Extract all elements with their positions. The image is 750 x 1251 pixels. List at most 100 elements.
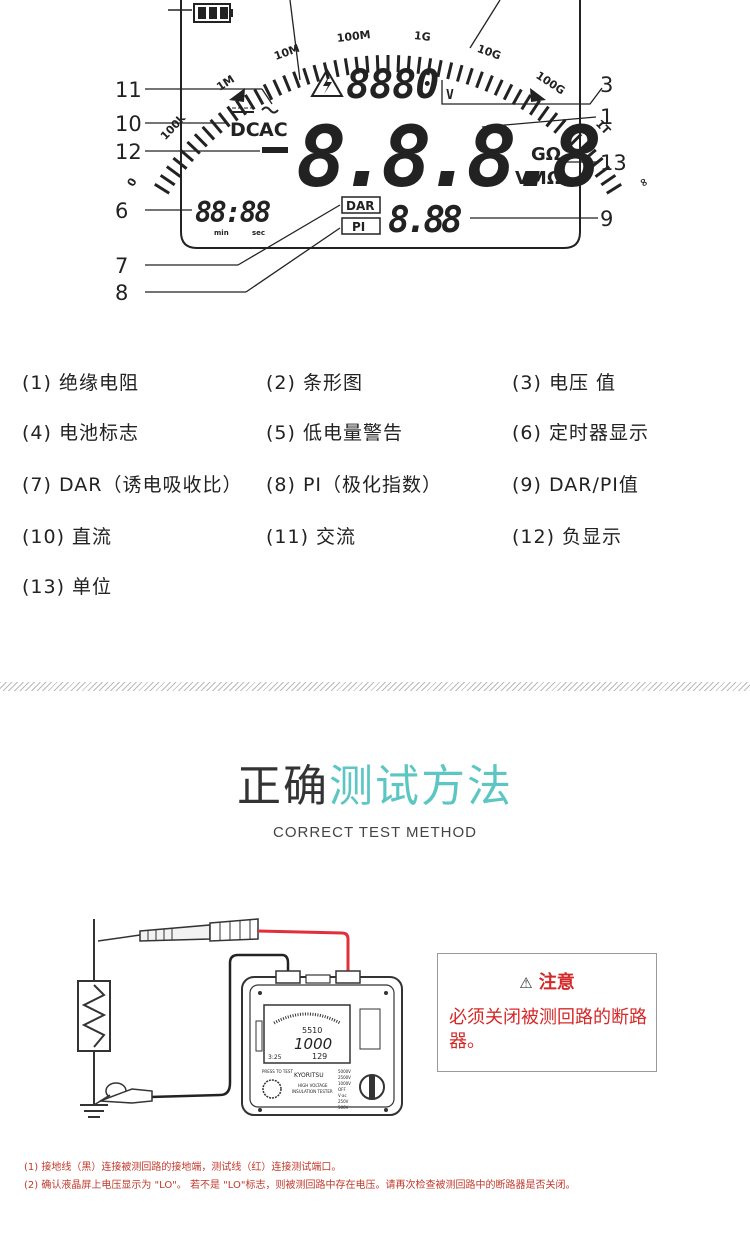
footnote-2: (2) 确认液晶屏上电压显示为 "LO"。 若不是 "LO"标志，则被测回路中存… bbox=[24, 1180, 576, 1191]
legend-item: (6) 定时器显示 bbox=[512, 422, 649, 444]
bar-graph-tick bbox=[333, 59, 340, 78]
device-brand: KYORITSU bbox=[294, 1072, 324, 1079]
bar-graph-tick bbox=[396, 55, 401, 73]
legend-item: (10) 直流 bbox=[22, 526, 113, 548]
bar-graph-tick bbox=[253, 88, 265, 106]
bar-graph-tick bbox=[201, 125, 216, 141]
bar-graph-tick bbox=[416, 56, 422, 74]
bar-graph-tick bbox=[172, 156, 188, 170]
bar-graph-scale-label: 1G bbox=[413, 29, 431, 44]
press-to-test-button[interactable] bbox=[262, 1079, 282, 1099]
bar-graph-tick bbox=[594, 165, 611, 178]
callout-13: 13 bbox=[600, 151, 627, 175]
unit-vmohm: VMΩ bbox=[515, 168, 562, 189]
bar-graph-tick bbox=[365, 55, 370, 73]
bar-graph-tick bbox=[282, 75, 292, 92]
bar-graph-tick bbox=[529, 99, 541, 116]
lcd-frame bbox=[180, 0, 581, 249]
legend-item: (13) 单位 bbox=[22, 576, 113, 598]
bar-graph-tick bbox=[262, 83, 274, 101]
legend-item: (8) PI（极化指数） bbox=[266, 474, 443, 496]
callout-1: 1 bbox=[600, 105, 613, 129]
callout-11: 11 bbox=[115, 78, 142, 102]
legend-item: (2) 条形图 bbox=[266, 372, 363, 394]
device-lcd-small-left: 3:25 bbox=[268, 1054, 282, 1061]
legend-item: (11) 交流 bbox=[266, 526, 357, 548]
bar-graph-tick bbox=[520, 94, 532, 111]
legend-item: (9) DAR/PI值 bbox=[512, 474, 639, 496]
bar-graph-tick bbox=[484, 75, 494, 92]
bar-graph-tick bbox=[244, 94, 256, 111]
bar-graph-tick bbox=[153, 183, 170, 195]
callout-7: 7 bbox=[115, 254, 128, 278]
bar-graph-tick bbox=[537, 105, 550, 122]
range-label: 1000V bbox=[338, 1081, 351, 1086]
callout-10: 10 bbox=[115, 112, 142, 136]
range-label: OFF bbox=[338, 1087, 346, 1092]
bar-graph-tick bbox=[426, 58, 433, 76]
bar-graph-tick bbox=[456, 64, 464, 82]
bar-graph-tick bbox=[588, 156, 604, 170]
legend-item: (5) 低电量警告 bbox=[266, 422, 403, 444]
voltage-unit: V bbox=[446, 88, 454, 103]
bar-graph-tick bbox=[436, 59, 443, 78]
bar-graph-tick bbox=[193, 133, 208, 148]
bar-graph-tick bbox=[179, 148, 195, 163]
warning-triangle-icon: ⚠ bbox=[519, 974, 533, 992]
section-title: 正确测试方法 bbox=[0, 750, 750, 814]
bar-graph-scale-label: 10G bbox=[475, 42, 502, 63]
range-label: 2500V bbox=[338, 1075, 351, 1080]
bar-graph-tick bbox=[226, 105, 239, 122]
bar-right-arrow-icon bbox=[530, 88, 546, 102]
dc-indicator: DC bbox=[230, 119, 260, 141]
bar-graph-tick bbox=[502, 83, 514, 101]
main-resistance-value: 8.8.8.8 bbox=[296, 108, 598, 206]
device-lcd-main: 1000 bbox=[294, 1035, 332, 1053]
bar-graph-tick bbox=[568, 133, 583, 148]
battery-icon bbox=[193, 3, 233, 23]
bar-graph-tick bbox=[493, 79, 504, 96]
timer-sec-label: sec bbox=[252, 229, 265, 237]
legend-item: (7) DAR（诱电吸收比） bbox=[22, 474, 243, 496]
negative-indicator bbox=[262, 147, 288, 153]
legend-item: (3) 电压 值 bbox=[512, 372, 616, 394]
bar-left-arrow-icon bbox=[229, 88, 245, 102]
notice-body: 必须关闭被测回路的断路器。 bbox=[449, 1007, 647, 1052]
bar-graph-scale-label: ∞ bbox=[636, 175, 652, 189]
bar-graph-scale-label: 1M bbox=[214, 73, 237, 94]
bar-graph-tick bbox=[312, 64, 320, 82]
dar-pi-value: 8.88 bbox=[388, 200, 461, 241]
device-product-line1: HIGH VOLTAGE bbox=[298, 1083, 328, 1088]
range-label: 250V bbox=[338, 1099, 349, 1104]
bar-graph-tick bbox=[354, 56, 360, 74]
bar-graph-tick bbox=[600, 174, 617, 187]
bar-graph-tick bbox=[575, 140, 590, 155]
bar-graph-tick bbox=[165, 165, 182, 178]
legend-item: (12) 负显示 bbox=[512, 526, 623, 548]
bar-graph-tick bbox=[406, 55, 411, 73]
bar-graph-scale-label: 100k bbox=[158, 111, 189, 142]
bar-graph-tick bbox=[217, 112, 231, 128]
bar-graph-tick bbox=[186, 140, 201, 155]
title-dark-part: 正确 bbox=[237, 761, 329, 812]
voltage-value: 8880 bbox=[346, 62, 438, 108]
bar-graph-tick bbox=[209, 118, 223, 134]
range-label: 5000V bbox=[338, 1069, 351, 1074]
bar-graph-tick bbox=[545, 112, 559, 128]
range-label: V·ac bbox=[338, 1093, 347, 1098]
bar-graph-tick bbox=[511, 88, 523, 106]
section-subtitle: CORRECT TEST METHOD bbox=[272, 824, 478, 841]
black-earth-lead bbox=[149, 953, 290, 1099]
callout-12: 12 bbox=[115, 140, 142, 164]
caution-notice: ⚠ 注意 必须关闭被测回路的断路器。 bbox=[437, 953, 657, 1072]
range-label: 500V bbox=[338, 1105, 349, 1110]
device-button-label: PRESS TO TEST bbox=[262, 1069, 293, 1074]
bar-graph-tick bbox=[272, 79, 283, 96]
device-lcd-top: 5510 bbox=[302, 1026, 322, 1035]
bar-graph-tick bbox=[606, 183, 623, 195]
device-product-line2: INSULATION TESTER bbox=[292, 1089, 333, 1094]
test-probe-icon bbox=[97, 918, 259, 942]
notice-title-text: 注意 bbox=[538, 972, 575, 993]
circuit-diagram bbox=[77, 919, 111, 1118]
